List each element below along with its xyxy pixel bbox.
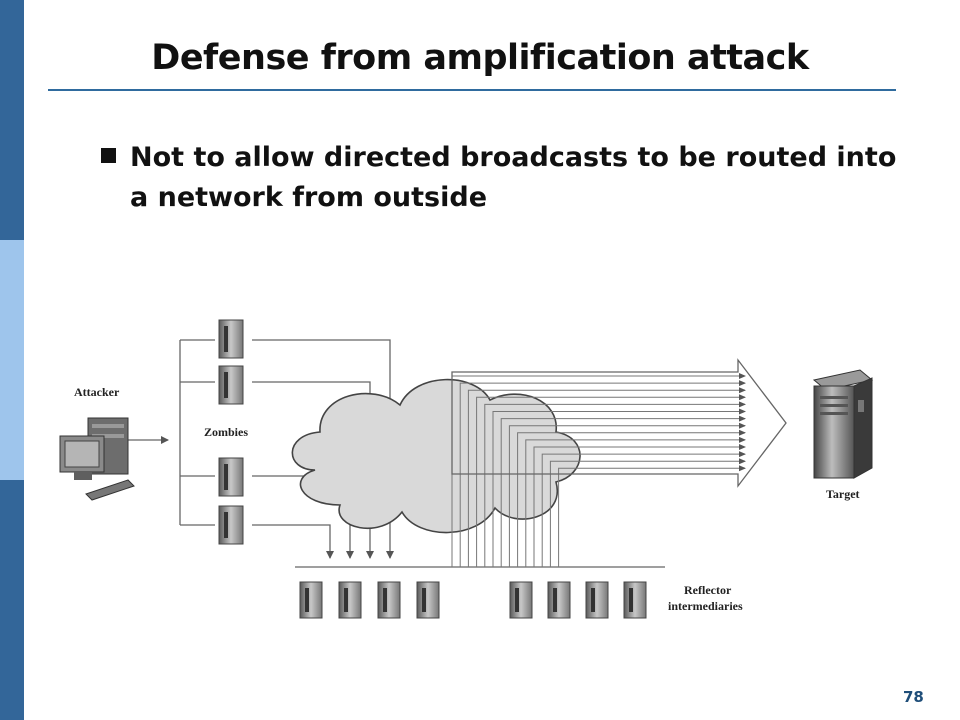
target-server-icon [812, 369, 874, 479]
reflected-traffic-line [476, 396, 745, 567]
reflected-traffic-line [558, 467, 745, 567]
zombie-server [218, 457, 244, 497]
reflected-traffic-line [525, 439, 745, 567]
reflected-traffic-arrowhead [739, 444, 746, 450]
reflected-traffic-arrowhead [739, 380, 746, 387]
reflector-servers [299, 581, 647, 619]
bullet-square-icon [101, 148, 116, 163]
reflected-traffic-line [508, 425, 745, 567]
reflector-server [585, 581, 609, 619]
title-underline [48, 89, 896, 91]
reflected-traffic-line [541, 453, 745, 567]
intermediaries-label: intermediaries [668, 599, 743, 613]
reflected-traffic-lines [451, 373, 746, 567]
reflected-traffic-line [533, 446, 745, 567]
reflector-server [377, 581, 401, 619]
reflector-server [338, 581, 362, 619]
side-accent-bar [0, 0, 24, 720]
reflected-traffic-line [459, 382, 745, 567]
side-accent-dark-bottom [0, 480, 24, 720]
reflector-server [509, 581, 533, 619]
reflector-label: Reflector [684, 583, 732, 597]
reflected-traffic-arrowhead [739, 429, 746, 436]
reflected-traffic-arrowhead [739, 401, 746, 408]
target-label: Target [826, 487, 860, 501]
reflected-traffic-arrowhead [739, 422, 746, 429]
attacker-label: Attacker [74, 385, 120, 399]
zombie-servers [218, 319, 244, 545]
side-accent-light [0, 240, 24, 480]
amplification-attack-diagram: Attacker Zombies Target Reflector interm… [59, 319, 874, 619]
reflected-traffic-arrowhead [739, 408, 746, 415]
zombie-server [218, 319, 244, 359]
zombie-server [218, 365, 244, 405]
side-accent-dark-top [0, 0, 24, 240]
zombie-server [218, 505, 244, 545]
amplified-flow-arrow [451, 358, 787, 488]
zombie-control-lines [128, 339, 215, 526]
reflected-traffic-line [492, 411, 745, 567]
bullet-text: Not to allow directed broadcasts to be r… [130, 142, 897, 213]
reflected-traffic-arrowhead [739, 373, 746, 379]
reflected-traffic-arrowhead [739, 436, 746, 443]
internet-cloud [291, 378, 581, 534]
reflector-server [299, 581, 323, 619]
reflected-traffic-line [467, 389, 745, 567]
reflector-server [623, 581, 647, 619]
reflected-traffic-arrowhead [739, 394, 746, 401]
reflected-traffic-arrowhead [739, 451, 746, 458]
attacker-computer-icon [59, 417, 135, 501]
reflected-traffic-arrowhead [739, 387, 746, 394]
reflected-traffic-arrowhead [739, 458, 746, 465]
reflector-server [416, 581, 440, 619]
page-number: 78 [903, 688, 924, 706]
reflected-traffic-arrowhead [739, 415, 746, 422]
reflected-traffic-line [500, 418, 745, 567]
reflected-traffic-arrowhead [739, 465, 746, 472]
reflected-traffic-line [549, 460, 745, 567]
reflected-traffic-line [484, 403, 745, 567]
reflector-server [547, 581, 571, 619]
slide-title: Defense from amplification attack [151, 38, 809, 78]
zombies-label: Zombies [204, 425, 248, 439]
reflected-traffic-line [517, 432, 745, 567]
